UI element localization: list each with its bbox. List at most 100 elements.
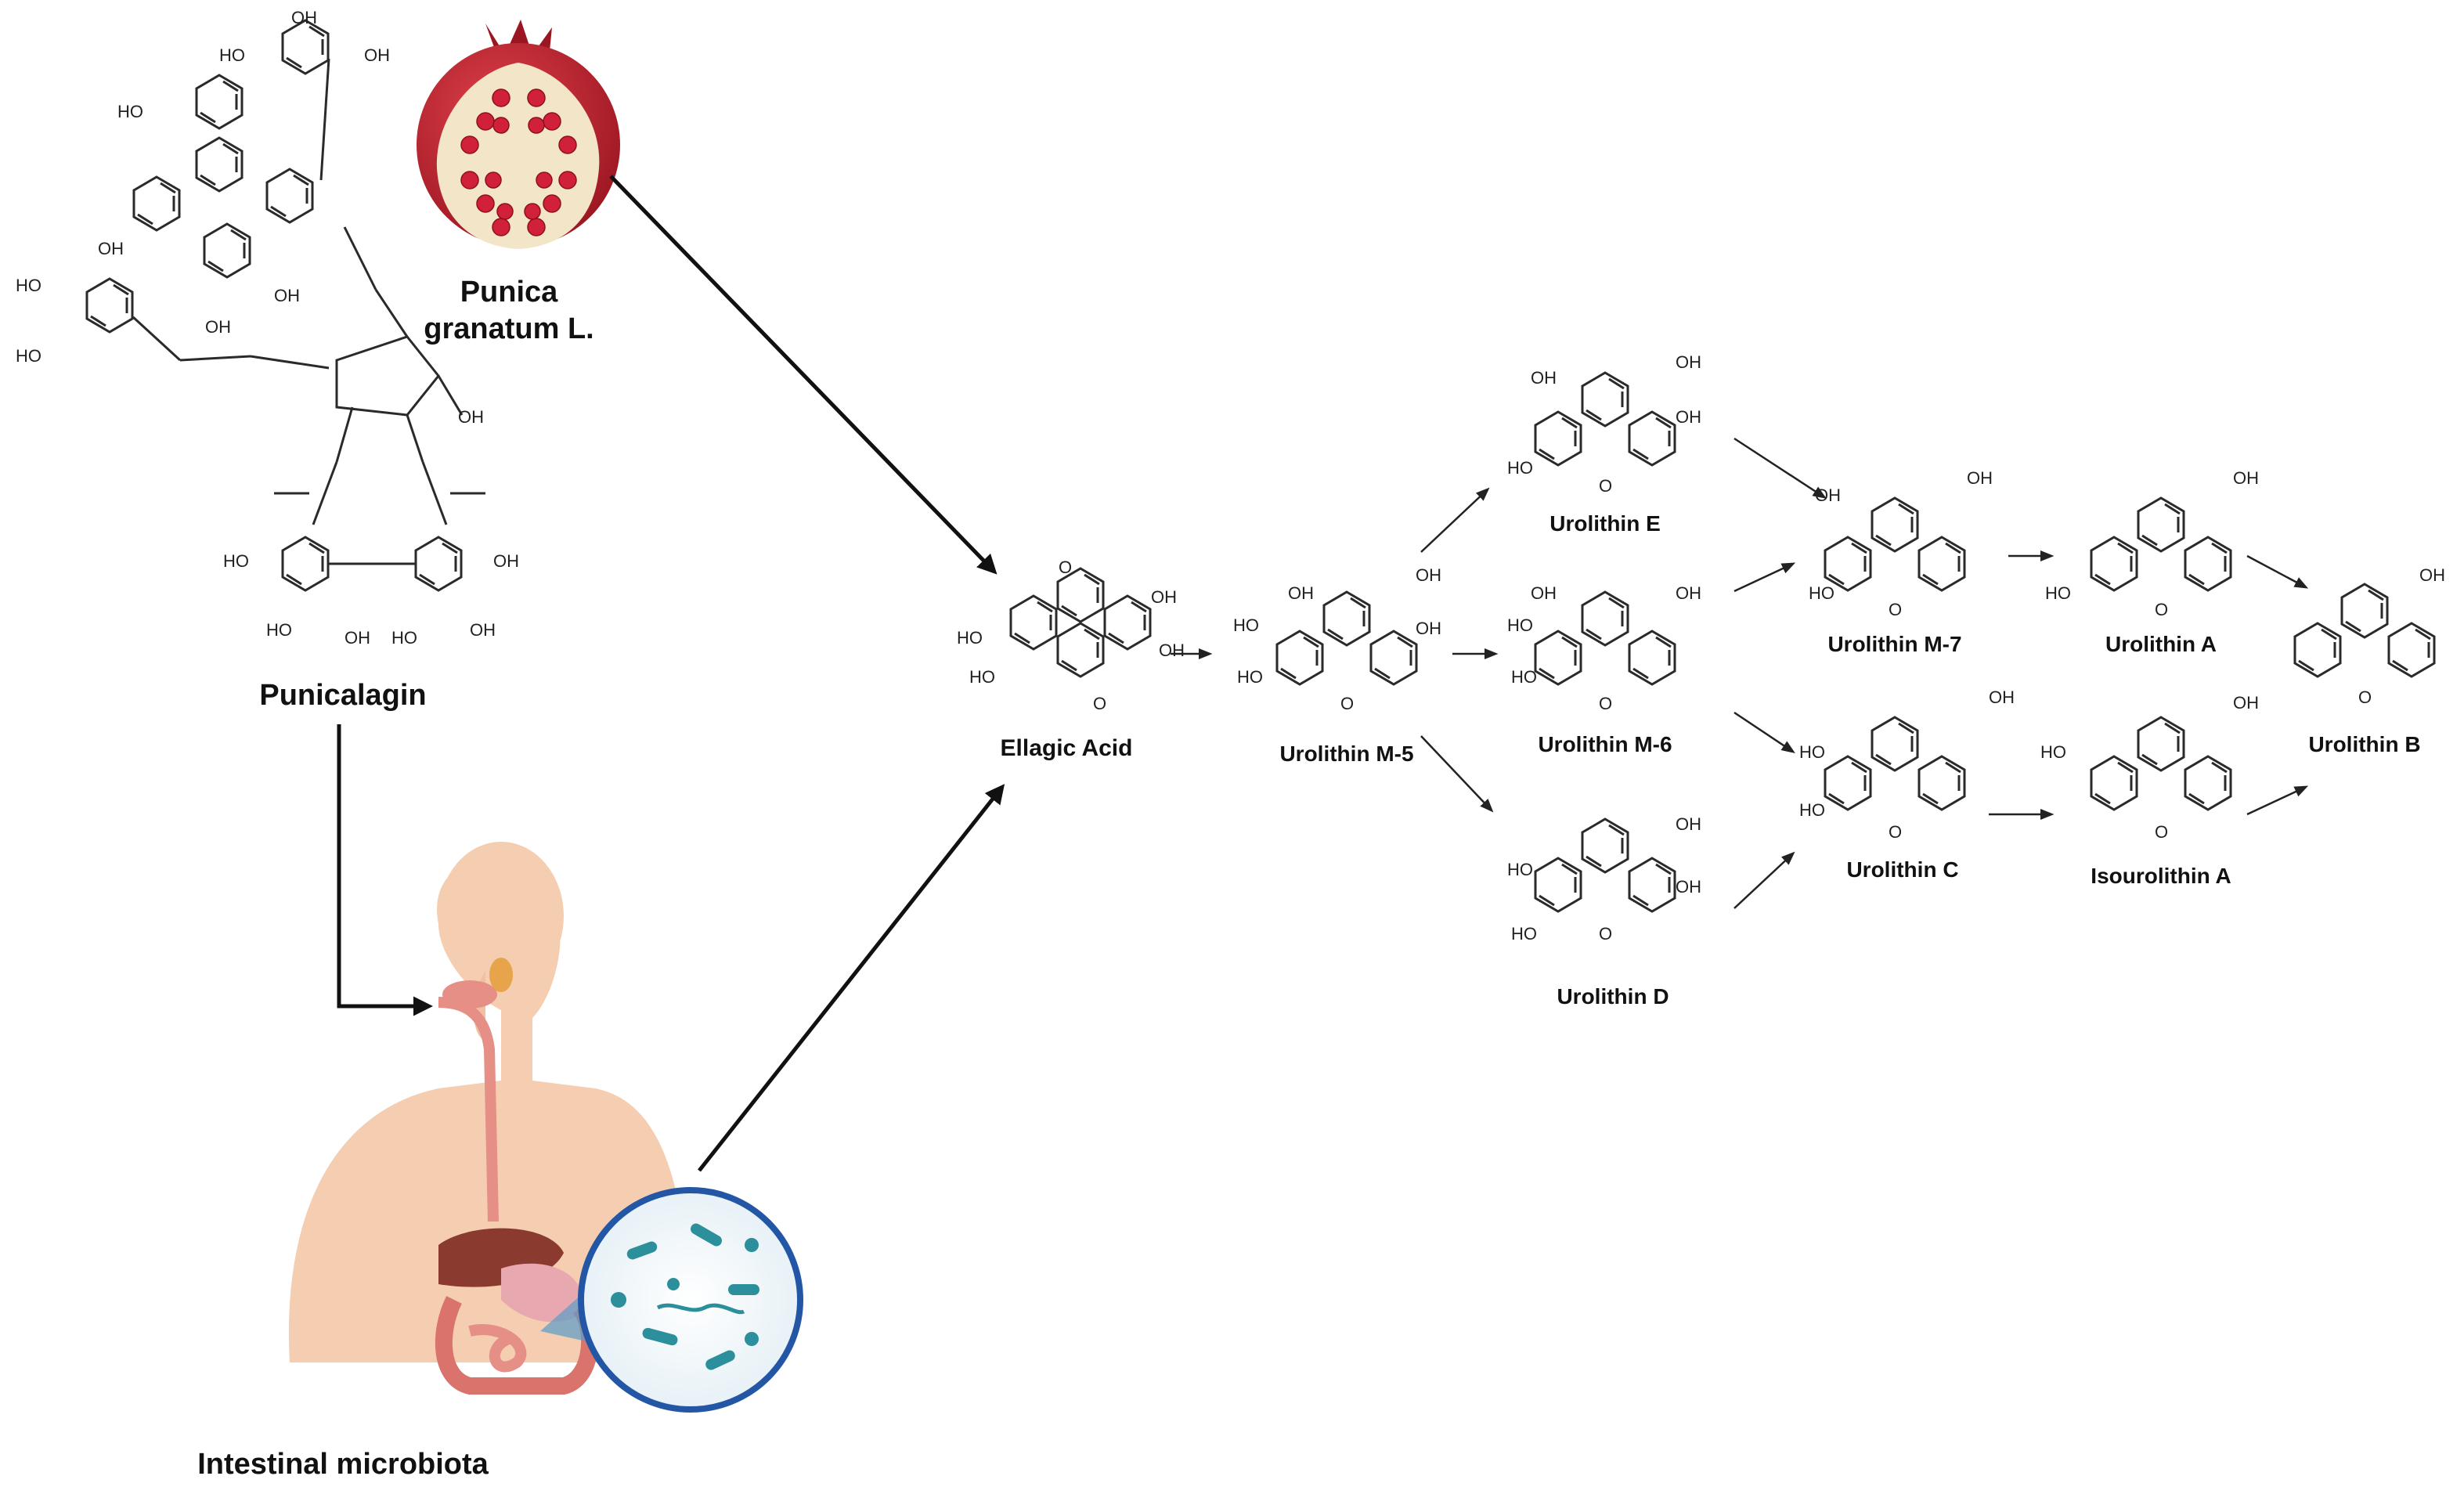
e-oh-1: OH	[1531, 368, 1557, 388]
m7-oh-1: OH	[1815, 485, 1841, 505]
c-o: O	[1889, 822, 1902, 842]
m5-o: O	[1340, 694, 1354, 713]
punicalagin-ho-6: HO	[266, 620, 292, 640]
urolithin-a-structure: HO OH O	[2045, 468, 2259, 619]
b-oh-1: OH	[2419, 565, 2445, 585]
punicalagin-oh-1: OH	[291, 8, 317, 27]
m6-oh-1: OH	[1531, 583, 1557, 603]
m7-ho-1: HO	[1809, 583, 1834, 603]
pomegranate-icon	[417, 20, 620, 249]
punicalagin-structure: OH HO OH HO OH HO HO OH OH OH HO HO OH H…	[16, 8, 519, 648]
label-urolithin-m5: Urolithin M-5	[1279, 742, 1413, 766]
c-oh-1: OH	[1989, 687, 2015, 707]
m6-oh-2: OH	[1676, 583, 1701, 603]
ellagic-ho-2: HO	[969, 667, 995, 687]
b-o: O	[2358, 687, 2372, 707]
d-oh-2: OH	[1676, 877, 1701, 897]
arrow-m6-to-m7	[1733, 562, 1796, 593]
arrow-a-to-b	[2246, 554, 2309, 589]
label-isourolithin-a: Isourolithin A	[2091, 864, 2231, 888]
a-oh-1: OH	[2233, 468, 2259, 488]
c-ho-1: HO	[1799, 742, 1825, 762]
arrow-punicalagin-to-human	[337, 724, 433, 1016]
ellagic-o-1: O	[1059, 558, 1072, 577]
urolithin-m5-structure: OH HO HO OH OH O	[1233, 565, 1441, 713]
label-urolithin-b: Urolithin B	[2308, 732, 2420, 756]
label-ellagic-acid: Ellagic Acid	[1001, 735, 1133, 761]
arrow-m5-to-e	[1420, 487, 1490, 553]
ellagic-oh-1: OH	[1151, 587, 1177, 607]
arrow-m5-to-d	[1420, 735, 1494, 813]
urolithin-e-structure: OH HO OH OH O	[1507, 352, 1701, 496]
e-oh-2: OH	[1676, 352, 1701, 372]
iso-ho-1: HO	[2040, 742, 2066, 762]
label-urolithin-a: Urolithin A	[2105, 632, 2217, 656]
bacteria-magnified-icon	[578, 1187, 803, 1413]
c-ho-2: HO	[1799, 800, 1825, 820]
urolithin-b-structure: OH O	[2293, 565, 2445, 707]
urolithin-d-structure: HO HO OH OH O	[1507, 814, 1701, 944]
a-o: O	[2155, 600, 2168, 619]
ellagic-ho-1: HO	[957, 628, 983, 648]
ellagic-oh-2: OH	[1159, 641, 1185, 660]
iso-o: O	[2155, 822, 2168, 842]
arrow-d-to-c	[1733, 851, 1795, 909]
urolithin-m6-structure: OH HO HO OH O	[1507, 583, 1701, 713]
d-ho-2: HO	[1511, 924, 1537, 944]
m7-o: O	[1889, 600, 1902, 619]
punicalagin-oh-5: OH	[205, 317, 231, 337]
arrow-e-to-m7	[1733, 437, 1827, 499]
label-urolithin-d: Urolithin D	[1557, 984, 1669, 1009]
e-ho-1: HO	[1507, 458, 1533, 478]
punicalagin-oh-3: OH	[98, 239, 124, 258]
ellagic-o-2: O	[1093, 694, 1106, 713]
punicalagin-oh-6: OH	[458, 407, 484, 427]
label-urolithin-c: Urolithin C	[1846, 857, 1958, 882]
a-ho-1: HO	[2045, 583, 2071, 603]
punicalagin-ho-1: HO	[219, 45, 245, 65]
punicalagin-ho-3: HO	[16, 276, 41, 295]
m6-ho-2: HO	[1511, 667, 1537, 687]
d-ho-1: HO	[1507, 860, 1533, 879]
punicalagin-ho-7: HO	[391, 628, 417, 648]
label-urolithin-e: Urolithin E	[1549, 511, 1661, 536]
m6-ho-1: HO	[1507, 615, 1533, 635]
punicalagin-ho-5: HO	[223, 551, 249, 571]
label-pomegranate-line1: Punica	[460, 276, 558, 309]
label-microbiota: Intestinal microbiota	[197, 1448, 489, 1481]
urolithin-c-structure: HO HO OH O	[1799, 687, 2015, 842]
m5-oh-3: OH	[1416, 619, 1441, 638]
iso-oh-1: OH	[2233, 693, 2259, 713]
arrow-iso-a-to-b	[2246, 785, 2309, 816]
punicalagin-oh-8: OH	[470, 620, 496, 640]
e-o: O	[1599, 476, 1612, 496]
m7-oh-2: OH	[1967, 468, 1993, 488]
punicalagin-oh-7: OH	[345, 628, 370, 648]
isourolithin-a-structure: HO OH O	[2040, 693, 2259, 842]
e-oh-3: OH	[1676, 407, 1701, 427]
label-punicalagin: Punicalagin	[259, 679, 426, 712]
punicalagin-oh-4: OH	[274, 286, 300, 305]
punicalagin-ho-2: HO	[117, 102, 143, 121]
punicalagin-oh-9: OH	[493, 551, 519, 571]
urolithin-m7-structure: OH HO OH O	[1809, 468, 1993, 619]
punicalagin-ho-4: HO	[16, 346, 41, 366]
ellagic-acid-structure: O O OH OH HO HO	[957, 558, 1185, 713]
m5-ho-2: HO	[1237, 667, 1263, 687]
arrow-m6-to-c	[1733, 711, 1795, 753]
arrow-pomegranate-to-ellagic	[609, 175, 998, 575]
m6-o: O	[1599, 694, 1612, 713]
label-pomegranate-line2: granatum L.	[424, 312, 593, 345]
punicalagin-oh-2: OH	[364, 45, 390, 65]
label-urolithin-m6: Urolithin M-6	[1538, 732, 1672, 756]
m5-oh-1: OH	[1288, 583, 1314, 603]
label-urolithin-m7: Urolithin M-7	[1827, 632, 1961, 656]
m5-oh-2: OH	[1416, 565, 1441, 585]
pathway-arrows	[1171, 437, 2309, 909]
arrow-microbiota-to-ellagic	[698, 784, 1005, 1172]
d-o: O	[1599, 924, 1612, 944]
m5-ho-1: HO	[1233, 615, 1259, 635]
d-oh-1: OH	[1676, 814, 1701, 834]
